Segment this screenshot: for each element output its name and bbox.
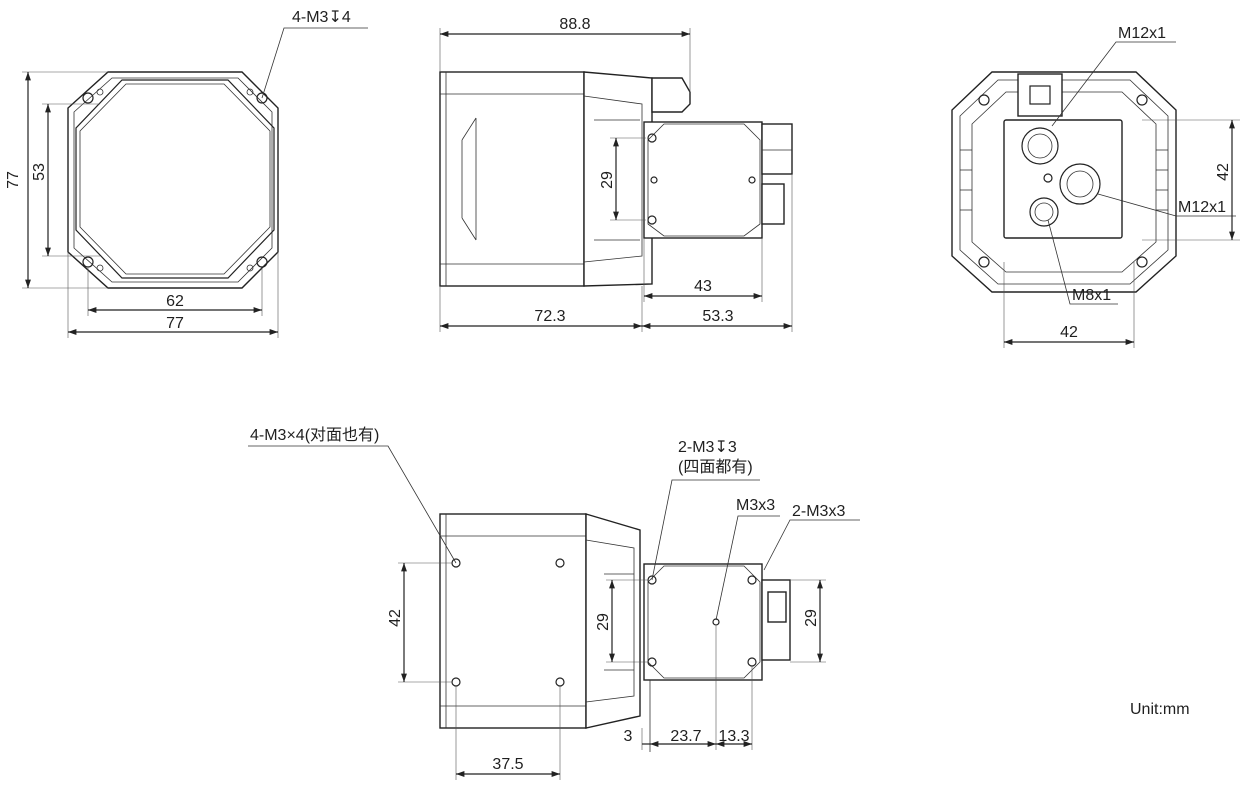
dim-bottom-horizontal: 37.5: [492, 756, 523, 773]
side-rear-block: [643, 121, 763, 239]
label-front-holes: 4-M3↧4: [292, 9, 351, 26]
label-bottom-right-holes: 2-M3x3: [792, 503, 845, 520]
front-mount-hole-tl: [82, 88, 104, 104]
dim-bottom-connector-spacing: 29: [803, 609, 820, 627]
label-rear-m12-top: M12x1: [1118, 25, 1166, 42]
dim-front-width: 77: [166, 315, 184, 332]
front-window: [75, 79, 275, 279]
front-mount-hole-br: [246, 256, 268, 272]
dim-bottom-23-7: 23.7: [670, 728, 701, 745]
label-bottom-body-holes: 4-M3×4(对面也有): [250, 426, 379, 444]
rear-connector-m12-right: [1059, 163, 1101, 205]
label-bottom-center-hole: M3x3: [736, 497, 775, 514]
dim-bottom-13-3: 13.3: [718, 728, 749, 745]
dim-front-window-height: 53: [31, 163, 48, 181]
dim-side-rear: 53.3: [702, 308, 733, 325]
dim-side-body: 72.3: [534, 308, 565, 325]
rear-connector-m8: [1029, 197, 1059, 227]
front-mount-hole-bl: [82, 256, 104, 272]
dim-rear-horizontal: 42: [1060, 324, 1078, 341]
rear-connector-m12-top: [1021, 127, 1059, 165]
dim-bottom-3: 3: [624, 728, 633, 745]
side-view: 88.8 29 43 72.3 53.3: [439, 16, 793, 332]
front-view: 77 53 62 77 4-M3↧4: [5, 9, 368, 338]
dim-front-height: 77: [5, 171, 22, 189]
dim-bottom-block-spacing: 29: [595, 613, 612, 631]
dim-bottom-vertical: 42: [387, 609, 404, 627]
dim-side-block: 43: [694, 278, 712, 295]
label-rear-m8: M8x1: [1072, 287, 1111, 304]
dim-front-hole-spacing: 62: [166, 293, 184, 310]
label-rear-m12-right: M12x1: [1178, 199, 1226, 216]
bottom-hole-tr: [555, 558, 565, 568]
units-label: Unit:mm: [1130, 701, 1190, 718]
rear-view: M12x1 M12x1 M8x1 42 42: [951, 25, 1240, 348]
front-mount-hole-tr: [246, 88, 268, 104]
dim-side-length: 88.8: [559, 16, 590, 33]
label-bottom-block-holes-1: 2-M3↧3: [678, 439, 737, 456]
dim-side-connector-spacing: 29: [599, 171, 616, 189]
bottom-view: 4-M3×4(对面也有) 2-M3↧3 (四面都有) M3x3 2-M3x3 4…: [248, 426, 860, 780]
dim-rear-vertical: 42: [1215, 163, 1232, 181]
label-bottom-block-holes-2: (四面都有): [678, 458, 753, 476]
